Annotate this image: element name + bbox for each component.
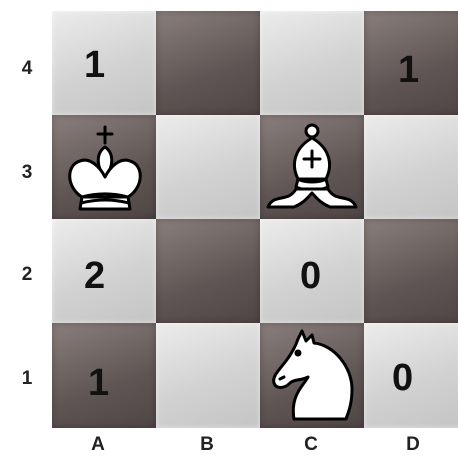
- square-a1[interactable]: 1: [52, 323, 156, 428]
- square-a4-value: 1: [84, 46, 105, 84]
- file-label-b: B: [192, 434, 222, 456]
- square-b4[interactable]: [156, 11, 260, 115]
- file-label-d: D: [398, 434, 428, 456]
- square-d2[interactable]: [364, 219, 458, 323]
- square-a1-value: 1: [88, 364, 109, 402]
- square-a2-value: 2: [84, 257, 105, 295]
- square-d1[interactable]: 0: [364, 323, 458, 428]
- rank-label-4: 4: [15, 58, 39, 80]
- white-king-icon[interactable]: [62, 123, 148, 213]
- square-d1-value: 0: [392, 359, 413, 397]
- rank-label-3: 3: [15, 162, 39, 184]
- square-d4[interactable]: 1: [364, 11, 458, 115]
- square-d3[interactable]: [364, 115, 458, 219]
- rank-label-2: 2: [15, 264, 39, 286]
- chess-board: 1 1: [52, 11, 458, 428]
- file-label-a: A: [83, 434, 113, 456]
- square-a3[interactable]: [52, 115, 156, 219]
- square-c2[interactable]: 0: [260, 219, 364, 323]
- square-c1[interactable]: [260, 323, 364, 428]
- square-c3[interactable]: [260, 115, 364, 219]
- square-c4[interactable]: [260, 11, 364, 115]
- square-c2-value: 0: [300, 257, 321, 295]
- white-bishop-icon[interactable]: [264, 121, 360, 213]
- white-knight-icon[interactable]: [268, 329, 360, 423]
- file-label-c: C: [296, 434, 326, 456]
- square-d4-value: 1: [398, 51, 419, 89]
- square-a2[interactable]: 2: [52, 219, 156, 323]
- rank-label-1: 1: [15, 368, 39, 390]
- square-b1[interactable]: [156, 323, 260, 428]
- square-b3[interactable]: [156, 115, 260, 219]
- square-b2[interactable]: [156, 219, 260, 323]
- square-a4[interactable]: 1: [52, 11, 156, 115]
